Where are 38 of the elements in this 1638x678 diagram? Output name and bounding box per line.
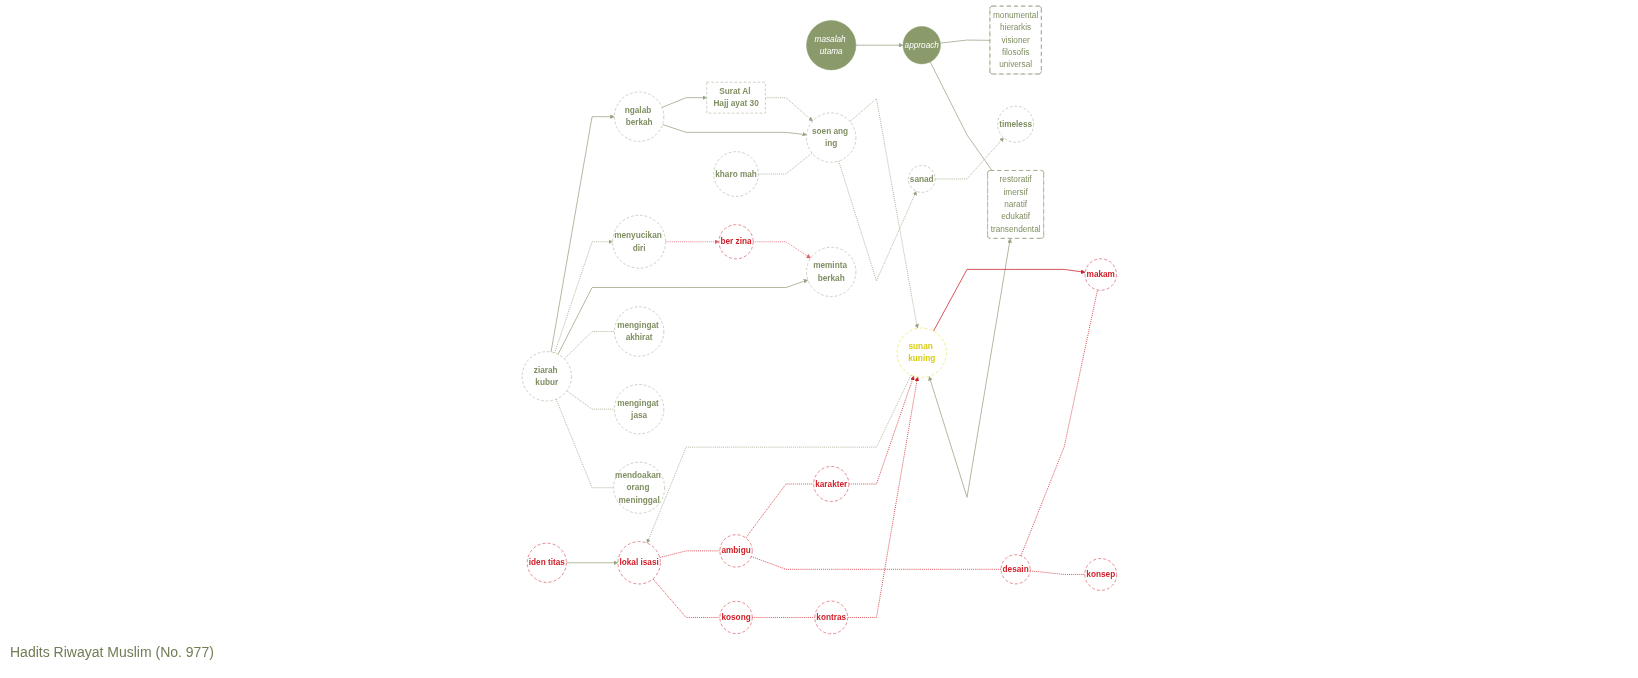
node-circle: konsep <box>1084 558 1117 591</box>
node-circle: mendoakan orang meninggal <box>612 461 665 514</box>
node-circle: karakter <box>813 466 849 502</box>
node-circle: sanad <box>907 165 936 193</box>
node-circle: desain <box>1000 554 1031 585</box>
node-circle: ambigu <box>719 534 753 568</box>
connector <box>939 39 991 44</box>
node-circle: makam <box>1084 258 1117 291</box>
connector <box>555 398 614 489</box>
node-circle: mengingat akhirat <box>613 306 664 357</box>
connector <box>751 617 815 618</box>
node-circle: ziarah kubur <box>521 351 572 402</box>
node-circle: timeless <box>996 105 1034 143</box>
connector <box>566 390 615 410</box>
connector <box>563 331 615 360</box>
node-circle: ber zina <box>718 224 753 260</box>
connector <box>744 483 814 539</box>
node-circle: kharo mah <box>713 151 759 197</box>
node-circle: soen ang ing <box>805 112 856 163</box>
node-circle: sunan kuning <box>896 327 947 378</box>
connector <box>1029 570 1085 575</box>
connector <box>757 152 812 175</box>
connector <box>929 61 993 172</box>
node-circle: approach <box>902 26 941 65</box>
node-circle: ngalab berkah <box>613 91 664 142</box>
note-text: Hadits Riwayat Muslim (No. 977) <box>10 644 214 660</box>
node-circle: iden titas <box>526 542 567 583</box>
node-circle: kontras <box>814 600 848 635</box>
node-circle: kosong <box>719 601 753 634</box>
node-circle: menyucikan diri <box>612 215 666 269</box>
node-box: Surat Al Hajj ayat 30 <box>706 81 766 114</box>
node-circle: masalah utama <box>805 20 856 71</box>
connector <box>1020 289 1098 557</box>
node-circle: meminta berkah <box>805 246 856 297</box>
connector <box>750 556 1002 570</box>
node-circle: mengingat jasa <box>613 384 664 435</box>
connector <box>652 578 720 618</box>
node-circle: lokal isasi <box>617 541 661 585</box>
